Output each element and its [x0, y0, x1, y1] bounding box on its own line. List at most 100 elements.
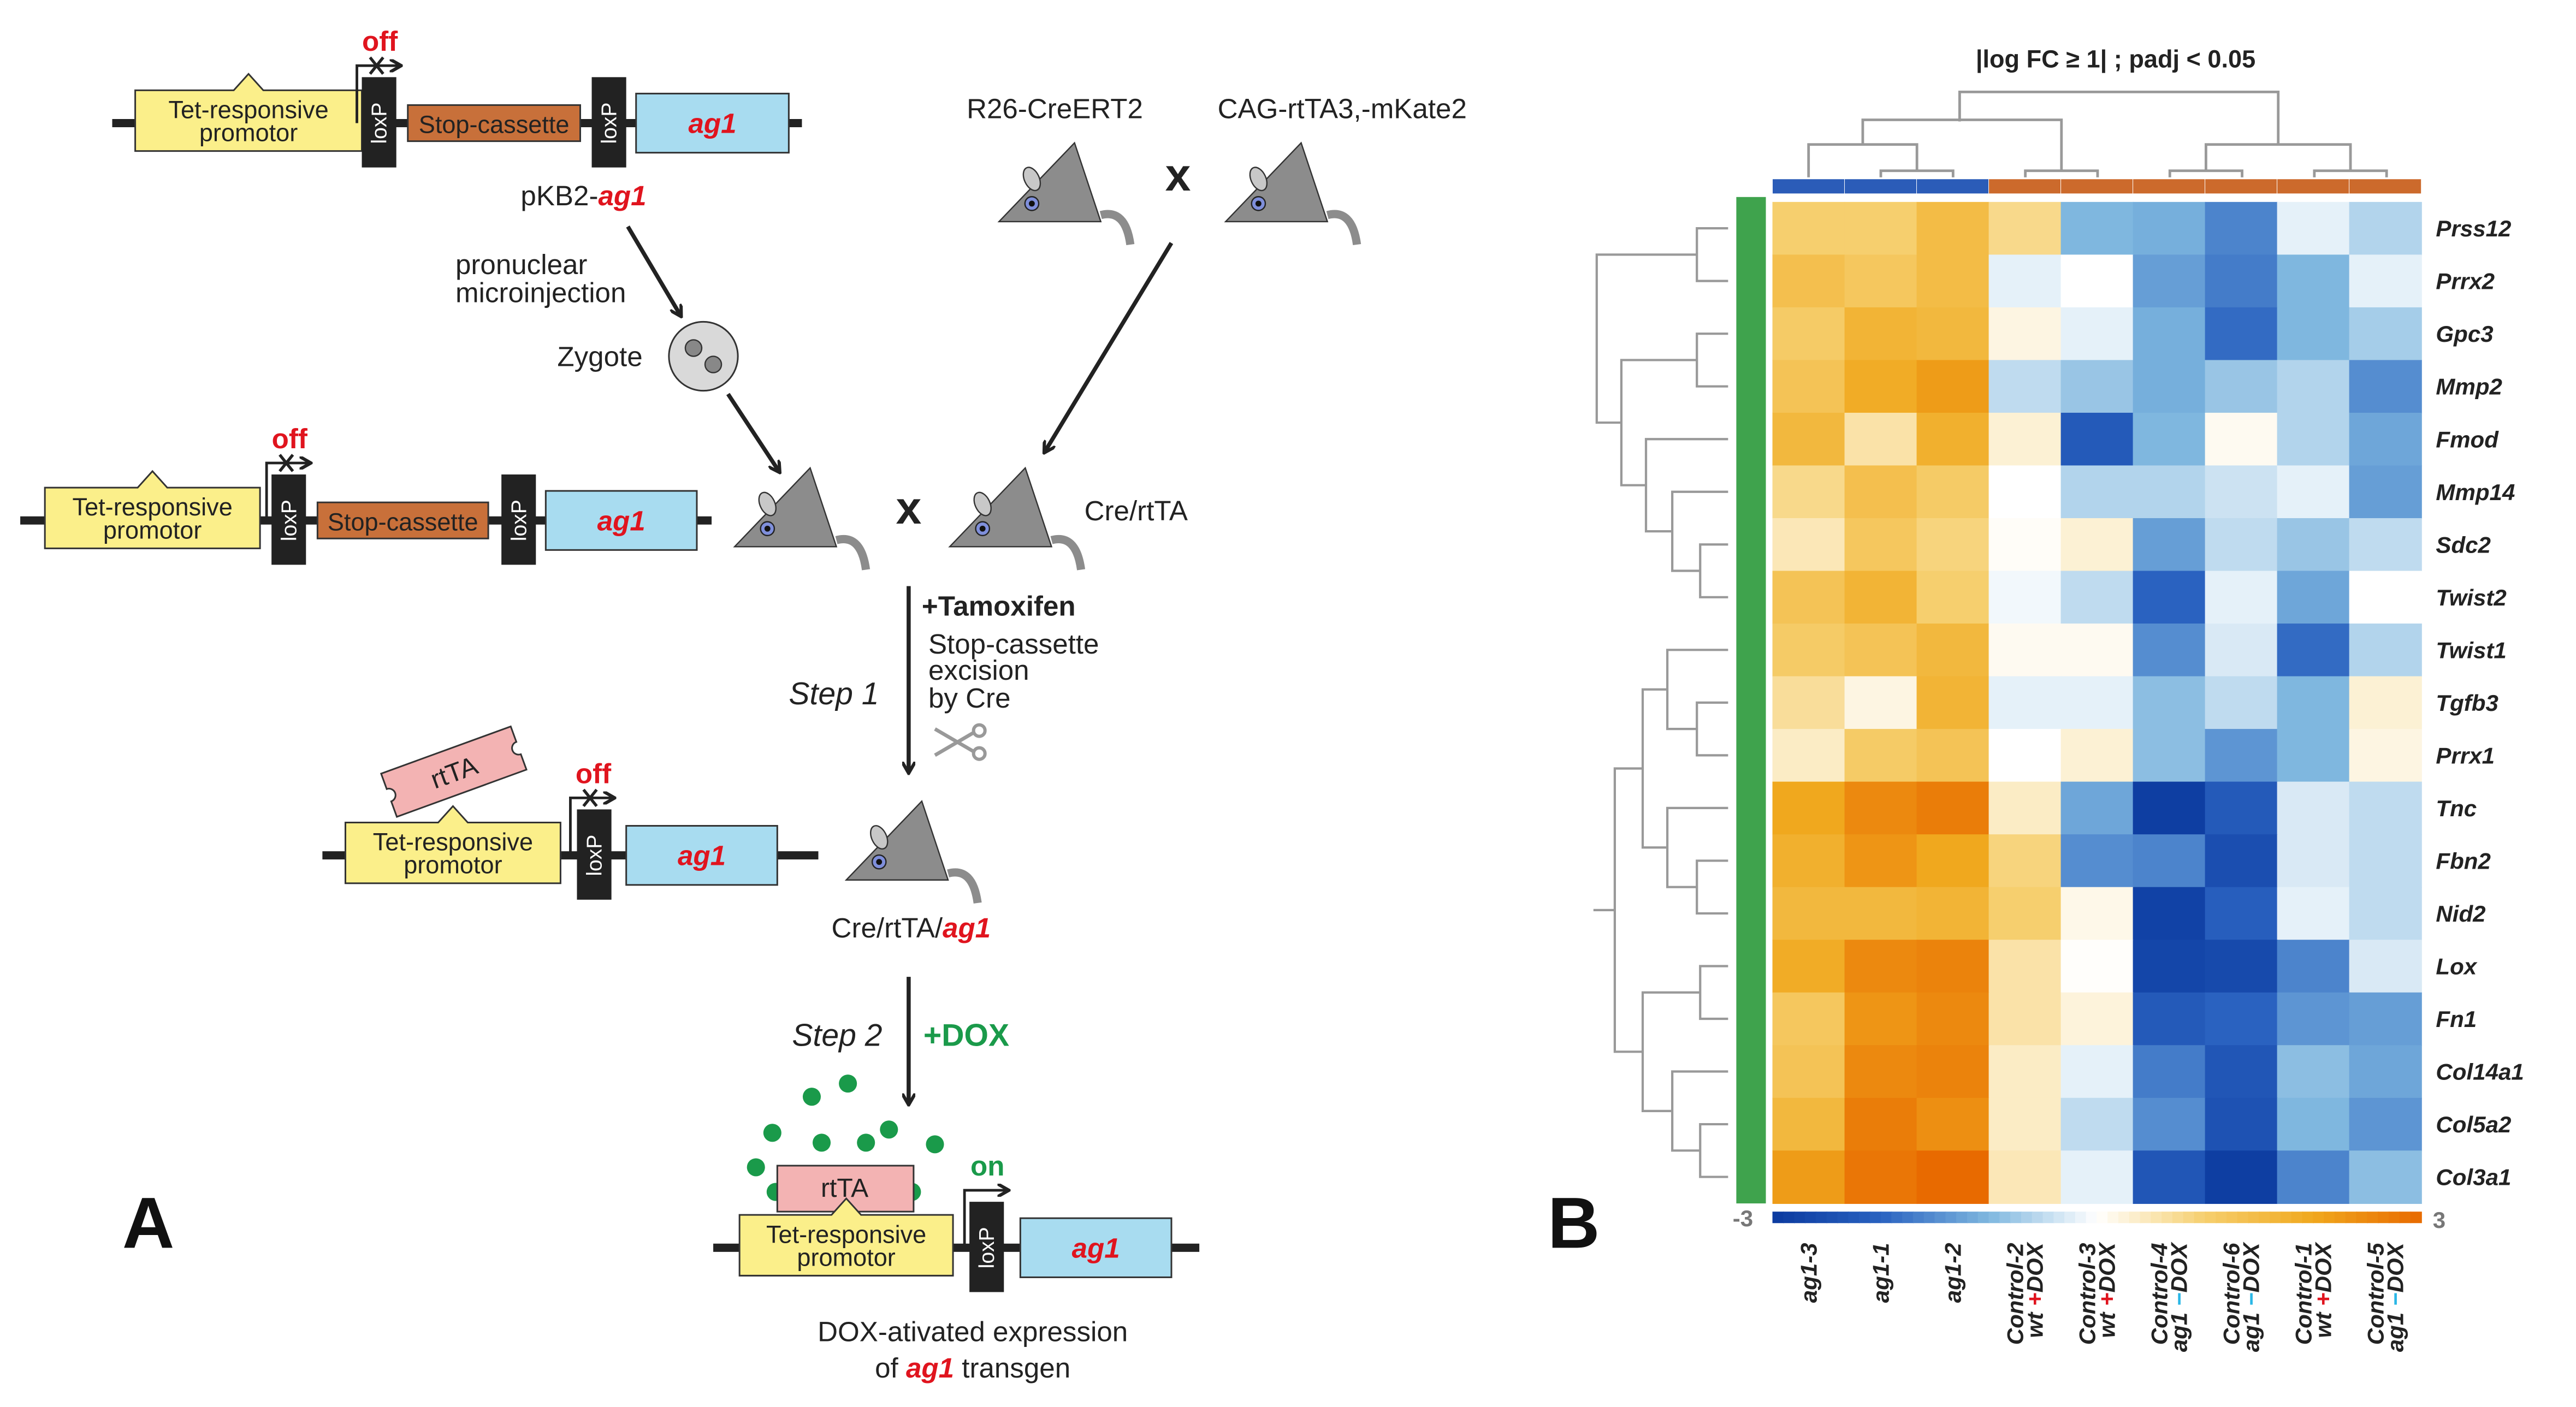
heatmap-cell [1772, 518, 1845, 572]
blocked-x-icon [369, 56, 384, 75]
heatmap-cell [2205, 412, 2278, 466]
heatmap-cell [1916, 834, 1989, 888]
color-scale-segment [2291, 1212, 2303, 1224]
heatmap-cell [2060, 624, 2134, 677]
color-scale-segment [2399, 1212, 2412, 1224]
heatmap-cell [1844, 676, 1917, 730]
promoter-label: Tet-responsive [168, 96, 328, 124]
heatmap-cell [2205, 834, 2278, 888]
heatmap-cell [2277, 518, 2350, 572]
color-scale-segment [1858, 1212, 1871, 1224]
genotype: wt [2311, 1306, 2336, 1338]
heatmap-cell [1844, 624, 1917, 677]
scissors-icon [934, 723, 987, 761]
heatmap-cell [2205, 781, 2278, 835]
color-scale-segment [1783, 1212, 1795, 1224]
color-scale-segment [1923, 1212, 1936, 1224]
column-group-bar-ag1 [1772, 179, 1845, 194]
row-label: Nid2 [2436, 901, 2485, 927]
stop-cassette-box [407, 104, 581, 143]
heatmap-cell [2349, 412, 2422, 466]
heatmap-cell [1772, 729, 1845, 782]
heatmap-cell [2349, 781, 2422, 835]
row-dendrogram-branch [1696, 227, 1728, 282]
rtta-label: rtTA [821, 1173, 868, 1203]
color-scale-segment [2205, 1212, 2217, 1224]
heatmap-cell [2060, 676, 2134, 730]
color-scale-segment [2075, 1212, 2087, 1224]
cre-rtta-label: Cre/rtTA [1085, 495, 1188, 526]
color-scale-segment [1794, 1212, 1806, 1224]
column-label-condition: wt +DOX [2094, 1241, 2120, 1338]
heatmap-cell [2060, 781, 2134, 835]
dox-text: DOX [2166, 1241, 2192, 1292]
heatmap-cell [2277, 834, 2350, 888]
promoter-label: promotor [103, 516, 202, 544]
heatmap-cell [1988, 834, 2062, 888]
heatmap-cell [2349, 201, 2422, 256]
row-dendrogram-branch [1613, 767, 1643, 1053]
heatmap-cell [2205, 571, 2278, 625]
column-label: ag1-1 [1868, 1243, 1894, 1303]
heatmap-cell [1844, 360, 1917, 414]
excision-label: Stop-cassette [928, 628, 1099, 660]
color-scale-segment [2302, 1212, 2314, 1224]
heatmap-cell [2349, 1150, 2422, 1204]
heatmap-cell [1988, 781, 2062, 835]
column-dendrogram-branch [2205, 143, 2352, 171]
column-label-condition: wt +DOX [2022, 1241, 2048, 1338]
column-dendrogram-branch [2313, 169, 2388, 177]
dox-text: DOX [2311, 1241, 2336, 1292]
mouse-body [948, 466, 1053, 548]
genotype: ag1 [2239, 1306, 2264, 1352]
row-label: Twist1 [2436, 637, 2506, 663]
color-scale-segment [2313, 1212, 2325, 1224]
heatmap-cell [1772, 624, 1845, 677]
heatmap-cell [1772, 887, 1845, 941]
heatmap-cell [2277, 1097, 2350, 1151]
color-scale-segment [2194, 1212, 2206, 1224]
heatmap-cell [2060, 992, 2134, 1046]
heatmap-cell [2277, 676, 2350, 730]
color-scale-segment [2053, 1212, 2065, 1224]
mouse-tail [1326, 210, 1361, 246]
heatmap-cell [2349, 254, 2422, 308]
row-label: Sdc2 [2436, 532, 2491, 557]
heatmap-cell [2277, 307, 2350, 361]
heatmap-cell [2060, 518, 2134, 572]
heatmap-cell [1844, 412, 1917, 466]
heatmap-cell [1916, 1097, 1989, 1151]
heatmap-cell [1916, 992, 1989, 1046]
promoter-label: promotor [199, 119, 298, 147]
heatmap-cell [1988, 624, 2062, 677]
heatmap-cell [1772, 834, 1845, 888]
column-group-bar-control [2349, 179, 2422, 194]
heatmap-cell [2277, 571, 2350, 625]
color-scale-segment [2118, 1212, 2130, 1224]
dox-text: DOX [2239, 1241, 2264, 1292]
heatmap-cell [1844, 1045, 1917, 1099]
heatmap-cell [1988, 518, 2062, 572]
heatmap-cell [1988, 887, 2062, 941]
caption-gene: ag1 [906, 1352, 954, 1384]
heatmap-cell [2060, 1097, 2134, 1151]
heatmap-cell [2060, 360, 2134, 414]
caption-suffix: transgen [954, 1352, 1070, 1384]
mouse-pupil [1028, 200, 1035, 207]
transcription-start-arrow [963, 1190, 1007, 1248]
mouse-body [1224, 141, 1329, 223]
mouse-tail [947, 868, 982, 904]
row-label: Prss12 [2436, 216, 2511, 241]
color-scale-segment [2021, 1212, 2033, 1224]
heatmap-cell [1916, 1045, 1989, 1099]
row-label: Col3a1 [2436, 1165, 2511, 1190]
pronucleus [684, 339, 703, 357]
color-scale-segment [2345, 1212, 2358, 1224]
heatmap-cell [2060, 887, 2134, 941]
heatmap-cell [1916, 201, 1989, 256]
column-label: Control-5 [2363, 1243, 2389, 1345]
